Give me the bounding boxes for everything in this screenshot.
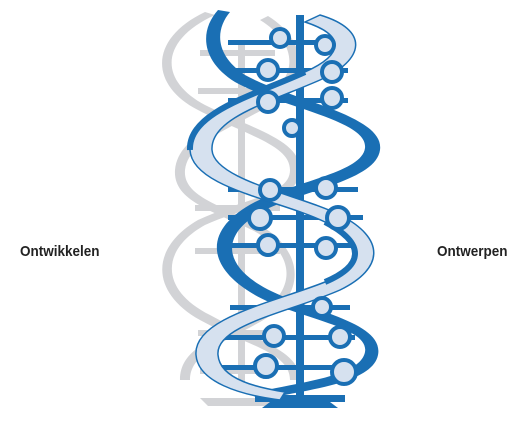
- label-left: Ontwikkelen: [20, 243, 100, 260]
- blue-strand: [206, 10, 381, 400]
- helix-nodes: [247, 27, 358, 386]
- light-ribbon: [186, 14, 375, 401]
- label-right: Ontwerpen: [437, 243, 508, 260]
